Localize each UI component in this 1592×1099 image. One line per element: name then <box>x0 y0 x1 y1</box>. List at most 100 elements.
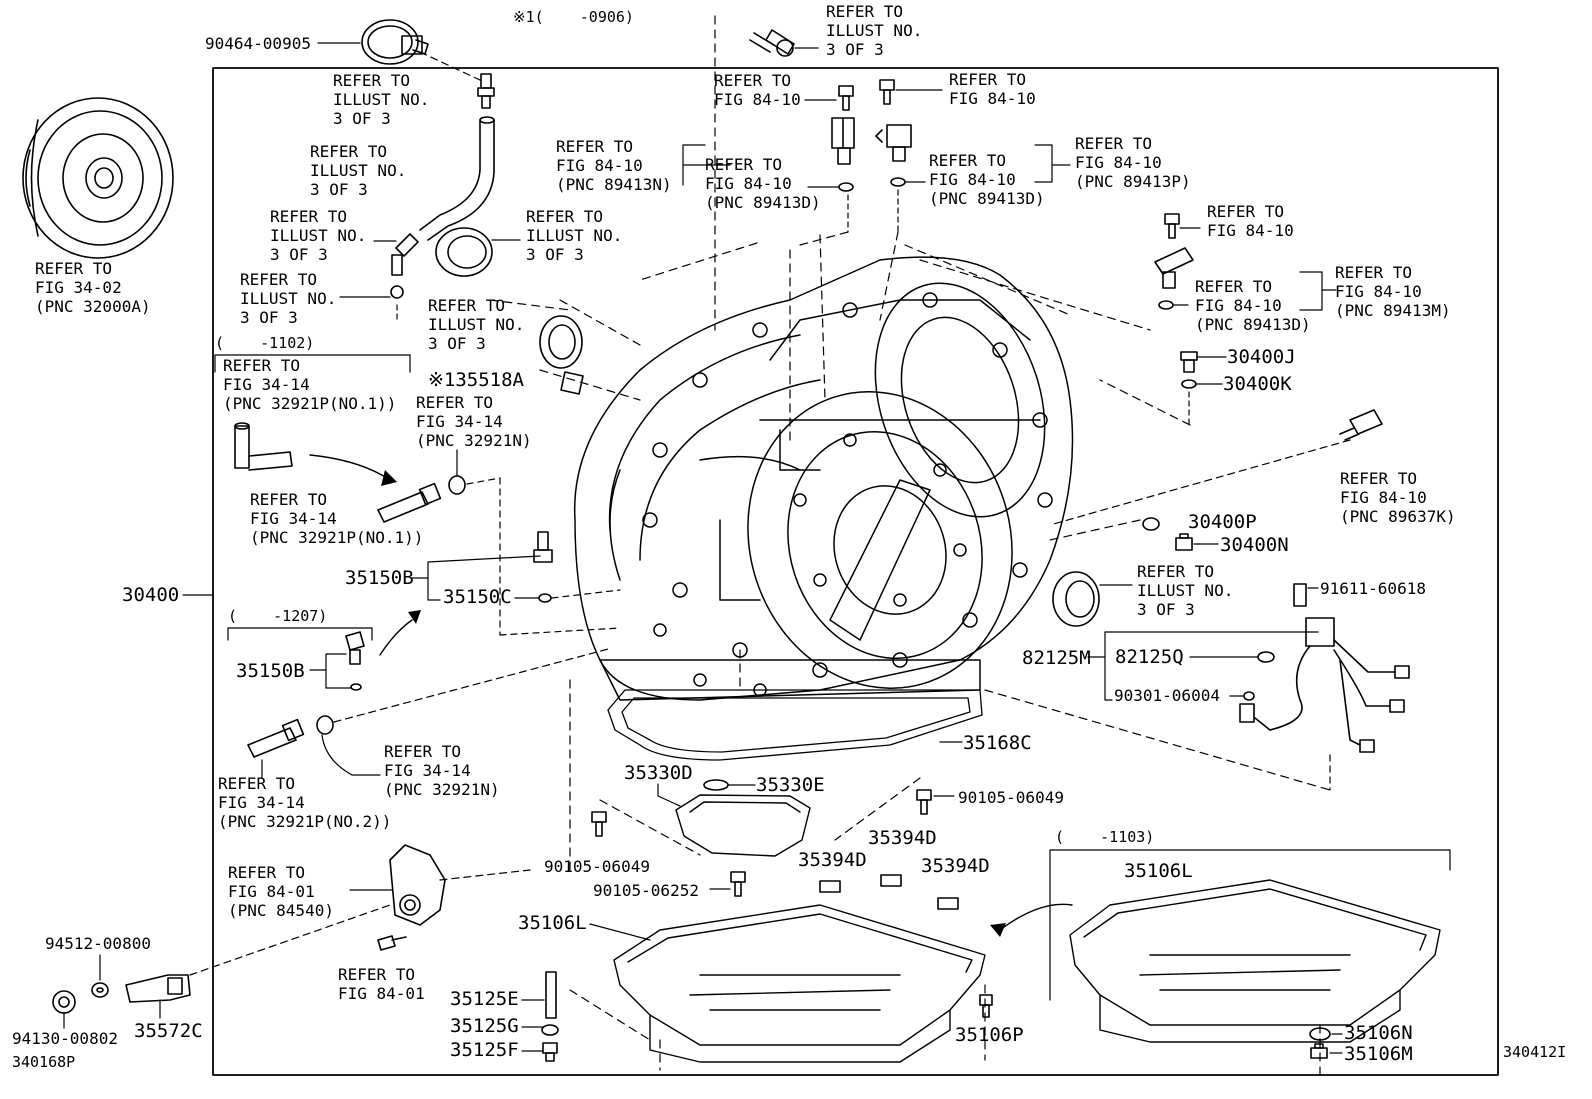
temperature-sensor-icon <box>1339 409 1383 441</box>
oil-strainer-icon <box>675 794 811 857</box>
part-number-35572C[interactable]: 35572C <box>134 1020 203 1042</box>
part-number-35106L-a[interactable]: 35106L <box>518 912 587 934</box>
shift-lever-icon <box>125 974 191 1003</box>
o-ring-icon <box>350 683 362 691</box>
part-number-90464-00905[interactable]: 90464-00905 <box>205 34 311 53</box>
o-ring-icon <box>1158 300 1174 310</box>
applicability-range-1102: ( -1102) <box>215 334 315 352</box>
part-number-35394D-a[interactable]: 35394D <box>868 827 937 849</box>
part-number-35125E[interactable]: 35125E <box>450 988 519 1010</box>
sensor-bolt-icon <box>838 85 854 111</box>
transmission-case-icon <box>573 256 1074 701</box>
part-number-35150C[interactable]: 35150C <box>443 586 512 608</box>
part-number-94130-00802[interactable]: 94130-00802 <box>12 1029 118 1048</box>
breather-fitting-icon <box>391 233 419 276</box>
solenoid-valve-icon <box>345 631 365 665</box>
illustration-code-right: 340412I <box>1503 1043 1567 1061</box>
magnet-icon <box>819 880 841 893</box>
oil-seal-icon <box>539 315 583 369</box>
applicability-range-1207: ( -1207) <box>228 607 328 625</box>
part-number-35125G[interactable]: 35125G <box>450 1015 519 1037</box>
clip-icon <box>1243 691 1255 701</box>
solenoid-valve-icon <box>533 531 553 563</box>
part-number-35330D[interactable]: 35330D <box>624 762 693 784</box>
part-number-35106P[interactable]: 35106P <box>955 1024 1024 1046</box>
part-number-35330E[interactable]: 35330E <box>756 774 825 796</box>
part-number-35106N[interactable]: 35106N <box>1344 1022 1413 1044</box>
hose-clamp-icon <box>361 19 429 65</box>
sensor-bolt-icon <box>1164 213 1180 239</box>
oil-pan-icon <box>613 904 986 1063</box>
plug-icon <box>542 1042 558 1062</box>
oil-pan-icon <box>1069 879 1441 1043</box>
part-number-35125F[interactable]: 35125F <box>450 1039 519 1061</box>
magnet-icon <box>937 897 959 910</box>
bolt-icon <box>916 789 932 815</box>
install-line-group <box>489 15 1331 1076</box>
breather-plug-icon <box>477 73 495 109</box>
illustration-code-left: 340168P <box>12 1053 76 1071</box>
part-number-30400N[interactable]: 30400N <box>1220 534 1289 556</box>
part-number-30400[interactable]: 30400 <box>122 584 180 606</box>
part-number-35394D-b[interactable]: 35394D <box>798 849 867 871</box>
o-ring-icon <box>316 715 334 735</box>
part-number-30400P[interactable]: 30400P <box>1188 511 1257 533</box>
part-number-90105-06049-b[interactable]: 90105-06049 <box>544 857 650 876</box>
part-number-91611-60618[interactable]: 91611-60618 <box>1320 579 1426 598</box>
part-number-35150B-b[interactable]: 35150B <box>236 660 305 682</box>
part-number-35394D-c[interactable]: 35394D <box>921 855 990 877</box>
torque-converter-icon <box>22 97 174 259</box>
part-number-82125Q[interactable]: 82125Q <box>1115 646 1184 668</box>
part-number-30400K[interactable]: 30400K <box>1223 373 1292 395</box>
part-number-35106L-b[interactable]: 35106L <box>1124 860 1193 882</box>
nut-icon <box>52 990 76 1014</box>
applicability-note-top: ※1( -0906) <box>513 8 634 26</box>
o-ring-icon <box>448 475 466 495</box>
part-number-35518A[interactable]: ※135518A <box>428 369 524 391</box>
wire-harness-icon <box>1239 583 1410 753</box>
part-number-90105-06252[interactable]: 90105-06252 <box>593 881 699 900</box>
sensor-bolt-icon <box>879 79 895 105</box>
magnet-icon <box>880 874 902 887</box>
part-number-94512-00800[interactable]: 94512-00800 <box>45 934 151 953</box>
bolt-icon <box>377 935 407 951</box>
part-number-90105-06049-a[interactable]: 90105-06049 <box>958 788 1064 807</box>
gasket-icon <box>1181 379 1197 389</box>
oil-pan-gasket-icon <box>607 689 983 761</box>
part-number-35106M[interactable]: 35106M <box>1344 1043 1413 1065</box>
speed-sensor-icon <box>1154 247 1194 289</box>
part-number-30400J[interactable]: 30400J <box>1227 346 1296 368</box>
part-number-35168C[interactable]: 35168C <box>963 732 1032 754</box>
part-number-90301-06004[interactable]: 90301-06004 <box>1114 686 1220 705</box>
part-number-82125M[interactable]: 82125M <box>1022 647 1091 669</box>
o-ring-icon <box>838 182 854 192</box>
part-number-35150B-a[interactable]: 35150B <box>345 567 414 589</box>
